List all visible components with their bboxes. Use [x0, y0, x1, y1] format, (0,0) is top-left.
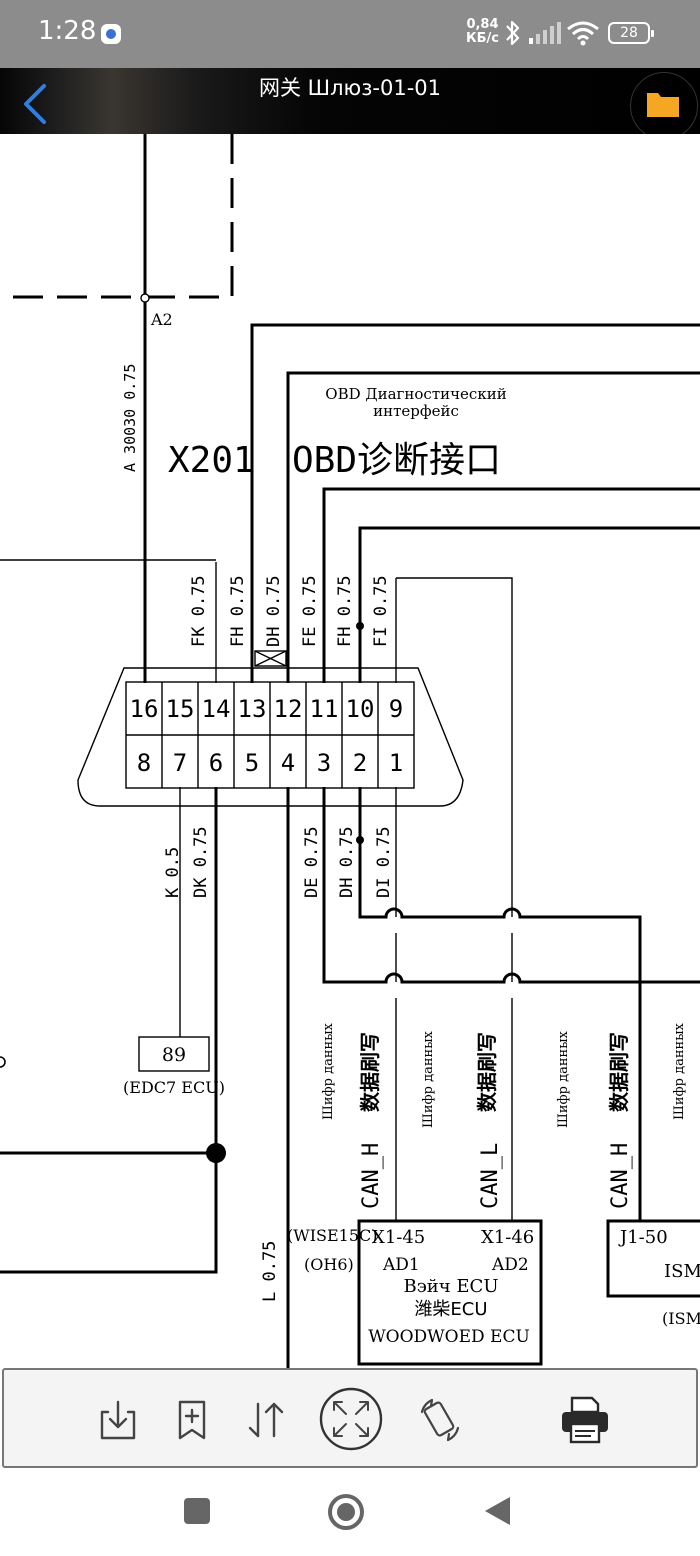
- wiring-diagram[interactable]: A2 A 30030 0.75 OBD Диагностический инте…: [0, 134, 700, 1368]
- net-speed-unit: КБ/с: [466, 31, 499, 46]
- cipher-label-4: Шифр данных: [672, 1022, 687, 1120]
- rotate-device-icon: [420, 1398, 460, 1442]
- pin-x1-46: X1-46: [481, 1227, 534, 1248]
- edc-ecu-label: (EDC7 ECU): [123, 1078, 225, 1097]
- connector-pin-label: 16: [130, 695, 159, 723]
- connector-pin-label: 6: [209, 749, 223, 777]
- back-button[interactable]: [14, 80, 58, 124]
- cipher-label-3: Шифр данных: [556, 1030, 571, 1128]
- connector-pin-label: 7: [173, 749, 187, 777]
- connector-pin-label: 10: [346, 695, 375, 723]
- data-flash-label-2: 数据刷写: [475, 1032, 499, 1112]
- connector-pin-label: 13: [238, 695, 267, 723]
- bottom-wire-label: DK 0.75: [191, 826, 211, 898]
- edc-pin-89: 89: [162, 1044, 186, 1066]
- wifi-icon: [567, 21, 599, 46]
- download-button[interactable]: [90, 1392, 146, 1448]
- page-title: 网关 Шлюз-01-01: [259, 76, 441, 100]
- wise-label: (WISE15C): [287, 1226, 378, 1245]
- obd-ru-title-2: интерфейс: [373, 402, 459, 420]
- bottom-wire-label: K 0.5: [163, 847, 183, 898]
- net-speed: 0,84 КБ/с: [466, 18, 499, 46]
- square-icon: [184, 1498, 210, 1524]
- connector-pin-label: 12: [274, 695, 303, 723]
- connector-pin-label: 1: [389, 749, 403, 777]
- x201-label: X201: [168, 440, 255, 481]
- printer-icon: [562, 1396, 608, 1444]
- ecu-en-label: WOODWOED ECU: [368, 1327, 530, 1347]
- bottom-wire-label: DE 0.75: [302, 826, 322, 898]
- l-wire-label: L 0.75: [260, 1241, 280, 1302]
- cipher-label-1: Шифр данных: [321, 1022, 336, 1120]
- pin-x1-45: X1-45: [372, 1227, 425, 1248]
- top-wire-label: FH 0.75: [228, 575, 248, 647]
- battery-indicator: 28: [608, 22, 654, 44]
- bottom-wire-label: DI 0.75: [374, 826, 394, 898]
- sort-button[interactable]: [238, 1392, 294, 1448]
- home-button[interactable]: [326, 1492, 366, 1532]
- obd-cn-title: OBD诊断接口: [292, 440, 501, 481]
- download-icon: [100, 1400, 136, 1440]
- notification-app-icon: [101, 24, 121, 44]
- folder-button[interactable]: [646, 88, 680, 118]
- chevron-left-icon: [24, 84, 46, 124]
- triangle-back-icon: [485, 1497, 510, 1525]
- top-wire-label: FK 0.75: [189, 575, 209, 647]
- connector-pin-label: 8: [137, 749, 151, 777]
- top-wire-label: DH 0.75: [264, 575, 284, 647]
- bookmark-add-icon: [178, 1400, 206, 1440]
- connector-pin-label: 3: [317, 749, 331, 777]
- can-h-label-1: CAN_H: [359, 1143, 384, 1209]
- document-toolbar: [2, 1368, 698, 1468]
- sort-arrows-icon: [248, 1402, 284, 1438]
- connector-pin-label: 14: [202, 695, 231, 723]
- connector-pin-label: 15: [166, 695, 195, 723]
- connector-pin-label: 4: [281, 749, 295, 777]
- bluetooth-icon: [506, 20, 520, 46]
- app-header: 网关 Шлюз-01-01: [0, 68, 700, 140]
- conn-a2-label: A2: [150, 310, 173, 329]
- data-flash-label-1: 数据刷写: [358, 1032, 382, 1112]
- ecu-ru-label: Вэйч ECU: [403, 1276, 498, 1297]
- connector-pin-label: 11: [310, 695, 339, 723]
- status-bar: 1:28 0,84 КБ/с 28: [0, 0, 700, 68]
- rotate-button[interactable]: [412, 1392, 468, 1448]
- cipher-label-2: Шифр данных: [421, 1030, 436, 1128]
- back-nav-button[interactable]: [480, 1494, 514, 1528]
- connector-pin-label: 5: [245, 749, 259, 777]
- add-bookmark-button[interactable]: [164, 1392, 220, 1448]
- top-wire-label: FE 0.75: [300, 575, 320, 647]
- fit-screen-button[interactable]: [318, 1386, 384, 1452]
- connector-pin-label: 2: [353, 749, 367, 777]
- top-wire-label: FI 0.75: [371, 575, 391, 647]
- cell-signal-icon: [529, 22, 561, 44]
- pin-j1-50: J1-50: [618, 1227, 668, 1248]
- bottom-wire-label: DH 0.75: [337, 826, 357, 898]
- oh6-label: (OH6): [304, 1255, 354, 1274]
- can-l-label: CAN_L: [478, 1143, 503, 1209]
- net-speed-value: 0,84: [466, 17, 499, 32]
- status-time: 1:28: [38, 16, 97, 46]
- expand-arrows-icon: [333, 1401, 369, 1437]
- ad1-label: AD1: [382, 1255, 420, 1275]
- home-circle-icon: [328, 1494, 364, 1530]
- obd-ru-title-1: OBD Диагностический: [325, 385, 506, 403]
- connector-pin-label: 9: [389, 695, 403, 723]
- ad2-label: AD2: [491, 1255, 529, 1275]
- ism-ecu-label: (ISME: [662, 1309, 700, 1328]
- ecu-cn-label: 潍柴ECU: [414, 1299, 487, 1320]
- diagram-canvas: A2 A 30030 0.75 OBD Диагностический инте…: [0, 134, 700, 1368]
- can-h-label-2: CAN_H: [608, 1143, 633, 1209]
- data-flash-label-3: 数据刷写: [607, 1032, 631, 1112]
- folder-icon: [647, 93, 679, 117]
- top-wire-label: FH 0.75: [335, 575, 355, 647]
- system-nav-bar: [0, 1470, 700, 1556]
- ism-label: ISM: [664, 1261, 700, 1282]
- print-button[interactable]: [556, 1392, 612, 1448]
- wire-a-label: A 30030 0.75: [121, 364, 139, 472]
- recent-apps-button[interactable]: [180, 1494, 214, 1528]
